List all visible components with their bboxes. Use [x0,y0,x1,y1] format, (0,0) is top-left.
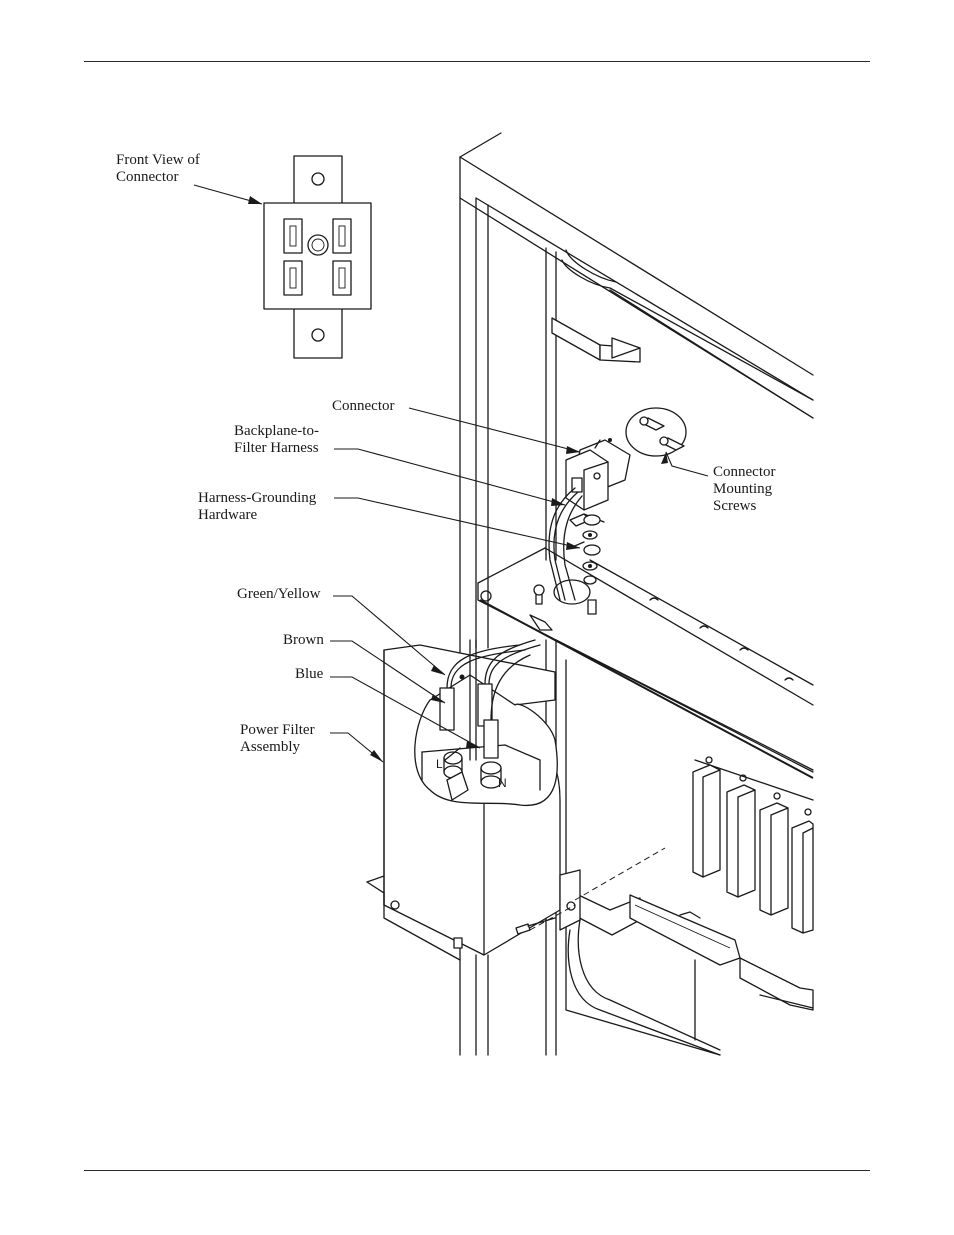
backplane-shelf [477,547,814,779]
harness-arrowhead [551,498,565,506]
power-filter-arrowhead [370,750,383,762]
power-filter-box [366,639,666,961]
blue-arrowhead [466,741,480,748]
blue-label: Blue [295,666,324,682]
terminal-n-label: N [498,776,507,790]
connector-and-harness [548,438,631,601]
brown-label: Brown [283,632,324,648]
front-view-arrowhead [248,196,262,204]
brown-arrowhead [431,694,445,703]
screws-arrowhead [661,452,668,464]
leader-lines [193,184,709,763]
harness-label: Backplane-to-Filter Harness [234,423,319,456]
backplane-modules [555,639,814,1056]
connector-arrowhead [566,446,580,454]
green-yellow-arrowhead [431,665,445,675]
grounding-arrowhead [566,542,580,550]
connector-front-view [263,155,372,359]
connector-label: Connector [332,398,395,414]
terminal-l-label: L [436,757,443,771]
header-rule [84,61,870,62]
green-yellow-label: Green/Yellow [237,586,321,602]
footer-rule [84,1170,870,1171]
mounting-screws-callout [625,407,687,457]
